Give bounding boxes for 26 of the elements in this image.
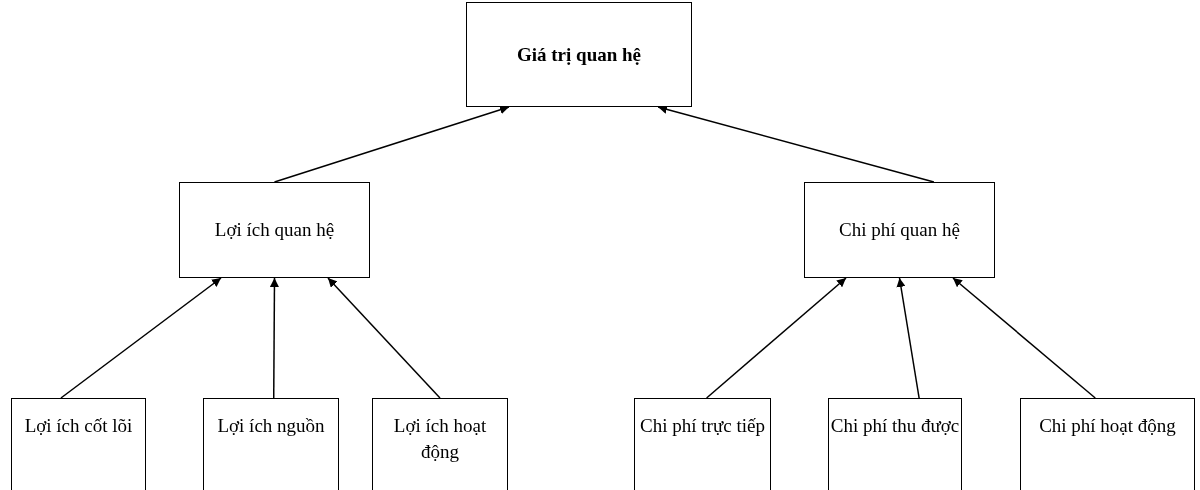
box-label: Lợi ích hoạt động: [392, 414, 488, 464]
process-box: [179, 182, 370, 278]
process-box: [804, 182, 995, 278]
process-box: [466, 2, 692, 107]
process-box: [203, 398, 339, 490]
process-box: [11, 398, 146, 490]
box-label: Giá trị quan hệ: [516, 42, 642, 67]
box-label: Chi phí thu được: [830, 414, 960, 438]
process-box: [634, 398, 771, 490]
arrow: [952, 277, 1096, 399]
arrow: [705, 277, 847, 399]
arrow: [60, 277, 222, 399]
arrow: [273, 105, 510, 183]
arrow: [657, 105, 935, 183]
arrow: [327, 277, 441, 399]
box-label: Chi phí quan hệ: [839, 218, 960, 242]
process-box: [372, 398, 508, 490]
arrow: [896, 277, 920, 399]
box-label: Lợi ích nguồn: [217, 414, 325, 438]
box-label: Chi phí hoạt động: [1039, 414, 1176, 438]
arrow: [269, 277, 279, 399]
box-label: Lợi ích quan hệ: [214, 218, 335, 242]
box-label: Lợi ích cốt lõi: [24, 414, 133, 438]
box-label: Chi phí trực tiếp: [640, 414, 765, 438]
process-box: [828, 398, 962, 490]
process-box: [1020, 398, 1195, 490]
